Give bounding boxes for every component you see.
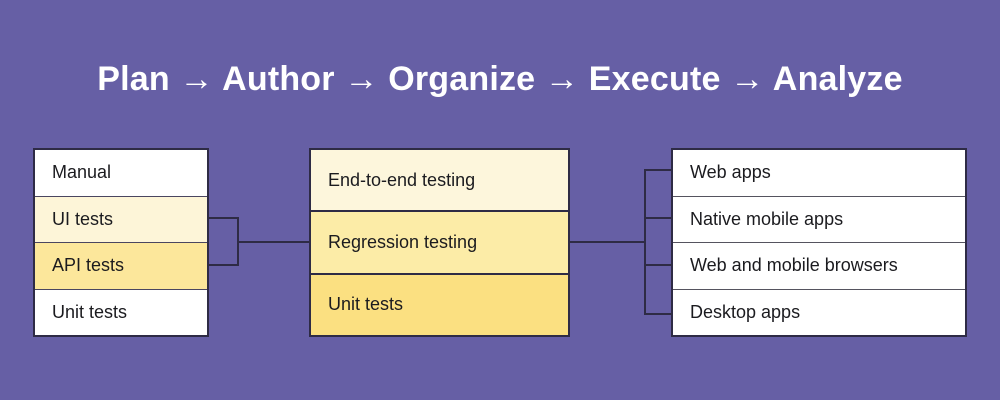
list-item[interactable]: Native mobile apps (673, 196, 965, 243)
connector-stub-ui-tests (209, 217, 239, 219)
group-test-levels: End-to-end testing Regression testing Un… (309, 148, 570, 337)
connector-stub-web-apps (644, 169, 673, 171)
list-item[interactable]: Desktop apps (673, 289, 965, 335)
connector-middle-to-right (570, 241, 646, 243)
connector-stub-browsers (644, 264, 673, 266)
list-item[interactable]: UI tests (35, 196, 207, 243)
connector-stub-desktop-apps (644, 313, 673, 315)
group-targets: Web apps Native mobile apps Web and mobi… (671, 148, 967, 337)
connector-stub-native-mobile-apps (644, 217, 673, 219)
list-item[interactable]: Web apps (673, 150, 965, 197)
list-item[interactable]: API tests (35, 243, 207, 290)
diagram-title: Plan → Author → Organize → Execute → Ana… (97, 60, 903, 98)
list-item[interactable]: Regression testing (311, 212, 568, 275)
list-item[interactable]: Unit tests (35, 289, 207, 335)
group-test-types: Manual UI tests API tests Unit tests (33, 148, 209, 337)
connector-stub-api-tests (209, 264, 239, 266)
connector-bracket-right (644, 169, 646, 315)
list-item[interactable]: End-to-end testing (311, 150, 568, 213)
list-item[interactable]: Manual (35, 150, 207, 197)
list-item[interactable]: Unit tests (311, 274, 568, 335)
connector-left-to-middle (237, 241, 309, 243)
list-item[interactable]: Web and mobile browsers (673, 243, 965, 290)
